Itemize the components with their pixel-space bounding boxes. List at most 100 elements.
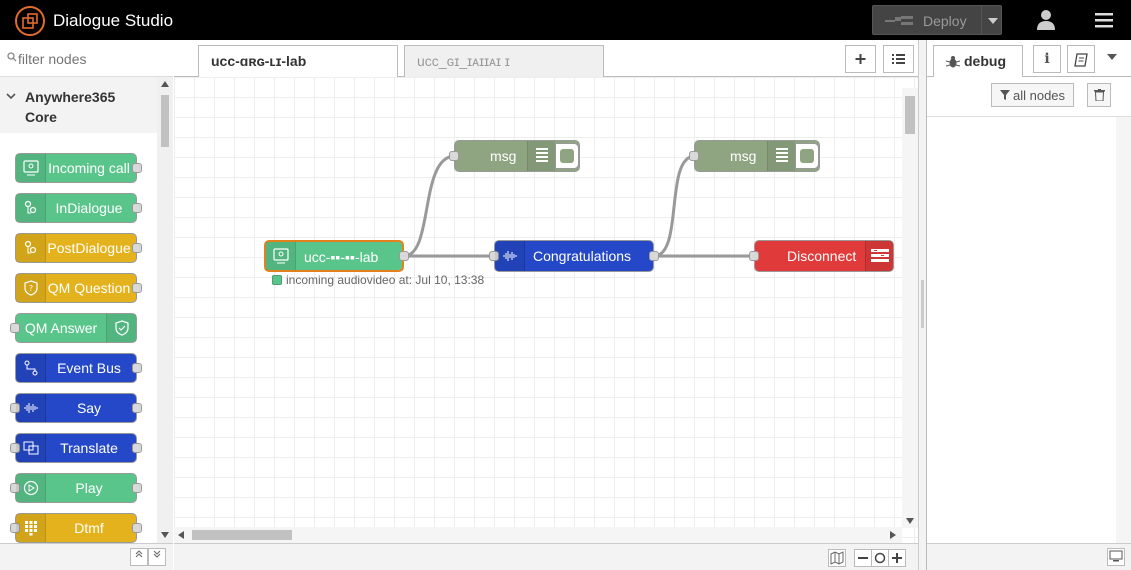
sidebar-resize-handle[interactable] bbox=[918, 40, 926, 570]
open-debug-window-button[interactable] bbox=[1107, 548, 1125, 566]
tab-debug-label: debug bbox=[964, 53, 1006, 69]
scroll-up-icon[interactable] bbox=[161, 81, 169, 87]
palette-node-qm-answer[interactable]: QM Answer bbox=[10, 313, 137, 343]
debug-scrollbar[interactable] bbox=[1116, 117, 1131, 543]
waveform-icon bbox=[495, 241, 525, 271]
palette-node-postdialogue[interactable]: PostDialogue bbox=[15, 233, 142, 263]
flow-tabs: ucc-ɑʀɢ-ʟɪ-lab ucc_ɢɪ_ɪᴀɪɪᴀɪ ɪ bbox=[174, 40, 918, 78]
input-port bbox=[689, 151, 699, 161]
add-flow-button[interactable] bbox=[845, 45, 876, 73]
expand-all-button[interactable] bbox=[148, 548, 166, 566]
flow-node-label: Congratulations bbox=[533, 248, 632, 264]
incoming-call-icon bbox=[266, 242, 296, 270]
palette-filter bbox=[0, 40, 173, 77]
dialogue-studio-logo-icon bbox=[15, 6, 45, 36]
scroll-right-icon[interactable] bbox=[890, 531, 896, 539]
palette-scrollbar[interactable] bbox=[157, 77, 173, 543]
palette-node-translate[interactable]: Translate bbox=[10, 433, 142, 463]
debug-node-2[interactable]: msg bbox=[689, 140, 820, 172]
palette-node-event-bus[interactable]: Event Bus bbox=[15, 353, 142, 383]
zoom-out-button[interactable] bbox=[854, 549, 872, 567]
output-port bbox=[132, 163, 142, 173]
map-icon bbox=[830, 551, 844, 565]
question-shield-icon: ? bbox=[16, 274, 46, 302]
input-port bbox=[10, 483, 20, 493]
event-bus-icon bbox=[16, 354, 46, 382]
palette-node-qm-question[interactable]: ? QM Question bbox=[15, 273, 142, 303]
tab-help[interactable] bbox=[1067, 45, 1095, 73]
debug-toggle-button[interactable] bbox=[555, 143, 579, 169]
filter-all-nodes-label: all nodes bbox=[1013, 88, 1066, 103]
dialogue-icon bbox=[16, 234, 46, 262]
palette-node-say[interactable]: Say bbox=[10, 393, 142, 423]
hamburger-icon bbox=[1095, 13, 1113, 28]
flow-node-say[interactable]: Congratulations bbox=[489, 240, 659, 272]
play-icon bbox=[16, 474, 46, 502]
zoom-in-button[interactable] bbox=[888, 549, 906, 567]
debug-toggle-button[interactable] bbox=[795, 143, 819, 169]
input-port bbox=[749, 251, 759, 261]
input-port bbox=[10, 523, 20, 533]
plus-icon bbox=[892, 553, 902, 563]
scroll-down-icon[interactable] bbox=[906, 518, 914, 524]
flow-node-disconnect[interactable]: Disconnect bbox=[749, 240, 894, 272]
tab-flow-2[interactable]: ucc_ɢɪ_ɪᴀɪɪᴀɪ ɪ bbox=[404, 45, 604, 77]
output-port bbox=[132, 243, 142, 253]
clear-debug-button[interactable] bbox=[1087, 83, 1111, 107]
tab-info[interactable]: i bbox=[1033, 45, 1061, 73]
palette-node-label: InDialogue bbox=[55, 200, 123, 216]
resize-grip[interactable] bbox=[921, 280, 924, 328]
palette-scrollbar-thumb[interactable] bbox=[161, 95, 169, 147]
palette-node-list: Incoming call InDialogue PostDialogue ? … bbox=[0, 133, 157, 543]
sidebar-tabs: debug i bbox=[927, 40, 1131, 78]
palette-node-label: Incoming call bbox=[48, 160, 130, 176]
navigator-button[interactable] bbox=[828, 549, 846, 567]
bug-icon bbox=[946, 56, 960, 68]
palette-node-play[interactable]: Play bbox=[10, 473, 142, 503]
node-status: incoming audiovideo at: Jul 10, 13:38 bbox=[272, 273, 484, 287]
input-port bbox=[10, 403, 20, 413]
tab-debug[interactable]: debug bbox=[933, 45, 1023, 78]
canvas-horizontal-scrollbar[interactable] bbox=[174, 527, 902, 543]
scroll-left-icon[interactable] bbox=[178, 531, 184, 539]
canvas-vertical-scrollbar-thumb[interactable] bbox=[905, 96, 915, 134]
filter-all-nodes-button[interactable]: all nodes bbox=[991, 83, 1074, 107]
debug-node-label: msg bbox=[490, 148, 517, 164]
waveform-icon bbox=[16, 394, 46, 422]
sidebar-menu-dropdown-icon[interactable] bbox=[1107, 54, 1117, 61]
debug-node-1[interactable]: msg bbox=[449, 140, 580, 172]
zoom-reset-button[interactable] bbox=[871, 549, 889, 567]
monitor-icon bbox=[1109, 550, 1123, 562]
deploy-dropdown-icon[interactable] bbox=[981, 6, 1003, 34]
palette-node-label: QM Question bbox=[47, 280, 131, 296]
palette-category-header[interactable]: Anywhere365 Core bbox=[0, 77, 157, 133]
sidebar-footer bbox=[927, 543, 1131, 570]
flow-canvas[interactable]: msg msg ucc-▪▪-▪▪-lab incoming audiovide… bbox=[174, 77, 918, 543]
tab-flow-1[interactable]: ucc-ɑʀɢ-ʟɪ-lab bbox=[198, 45, 398, 78]
list-flows-button[interactable] bbox=[883, 45, 914, 73]
user-menu-button[interactable] bbox=[1030, 4, 1062, 36]
output-port bbox=[132, 363, 142, 373]
palette-node-label: Event Bus bbox=[57, 360, 121, 376]
scroll-down-icon[interactable] bbox=[161, 532, 169, 538]
app-title: Dialogue Studio bbox=[53, 11, 174, 30]
flow-workspace: ucc-ɑʀɢ-ʟɪ-lab ucc_ɢɪ_ɪᴀɪɪᴀɪ ɪ msg bbox=[174, 40, 918, 570]
circle-icon bbox=[874, 552, 886, 564]
output-port bbox=[132, 483, 142, 493]
palette-node-dtmf[interactable]: Dtmf bbox=[10, 513, 142, 543]
canvas-horizontal-scrollbar-thumb[interactable] bbox=[192, 530, 292, 540]
deploy-button[interactable]: Deploy bbox=[872, 5, 1002, 35]
input-port bbox=[10, 443, 20, 453]
palette-node-indialogue[interactable]: InDialogue bbox=[15, 193, 142, 223]
main-menu-button[interactable] bbox=[1088, 4, 1120, 36]
palette-node-label: Translate bbox=[60, 440, 118, 456]
header-bar: Dialogue Studio Deploy bbox=[0, 0, 1131, 40]
canvas-vertical-scrollbar[interactable] bbox=[902, 88, 918, 528]
output-port bbox=[399, 251, 409, 261]
collapse-all-button[interactable] bbox=[130, 548, 148, 566]
double-chevron-up-icon bbox=[135, 550, 143, 558]
palette-node-incoming-call[interactable]: Incoming call bbox=[15, 153, 142, 183]
filter-nodes-input[interactable] bbox=[18, 48, 168, 70]
flow-node-incoming-call[interactable]: ucc-▪▪-▪▪-lab bbox=[264, 240, 409, 272]
tab-label: ucc_ɢɪ_ɪᴀɪɪᴀɪ ɪ bbox=[417, 53, 510, 69]
